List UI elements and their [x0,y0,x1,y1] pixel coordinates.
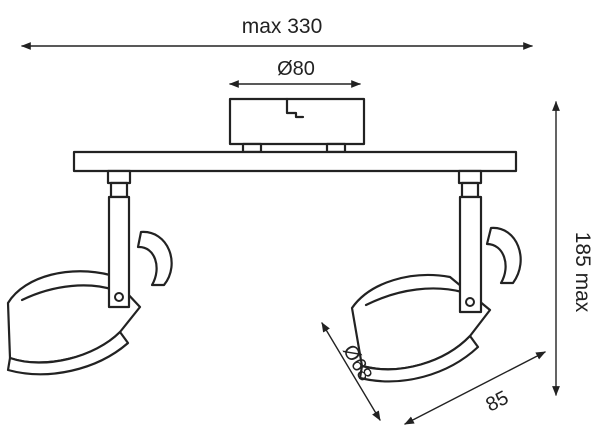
overall-width-label: max 330 [242,15,323,38]
left-spotlight [6,169,173,376]
right-knuckle [485,226,522,285]
shade-diameter-dimension-line [321,322,381,421]
left-swivel-joint [109,181,129,199]
shade-depth-label: 85 [482,387,512,417]
canopy-foot-right [325,142,347,154]
right-pivot-screw [465,297,475,307]
left-knuckle [136,230,173,287]
right-shade-rim [358,334,480,383]
left-arm [107,195,131,309]
left-shade-contour [20,284,116,302]
shade-depth-dimension-line [404,351,546,425]
overall-height-label: 185 max [571,232,594,313]
left-pivot-screw [114,292,124,302]
right-spotlight [350,169,522,383]
canopy-body [228,97,366,146]
base-diameter-label: Ø80 [277,58,315,80]
left-shade-rim [6,330,130,376]
left-swivel-collar [106,169,132,185]
ceiling-canopy [228,97,366,154]
right-swivel-collar [457,169,483,185]
right-swivel-joint [460,181,480,199]
overall-width-dimension: max 330 [21,15,533,50]
mounting-bar [72,150,518,173]
right-shade-contour [364,287,464,307]
right-arm [458,195,483,314]
base-diameter-dimension: Ø80 [229,58,361,88]
overall-height-dimension: 185 max [552,101,594,396]
canopy-foot-left [241,142,263,154]
canopy-slot [285,97,305,119]
